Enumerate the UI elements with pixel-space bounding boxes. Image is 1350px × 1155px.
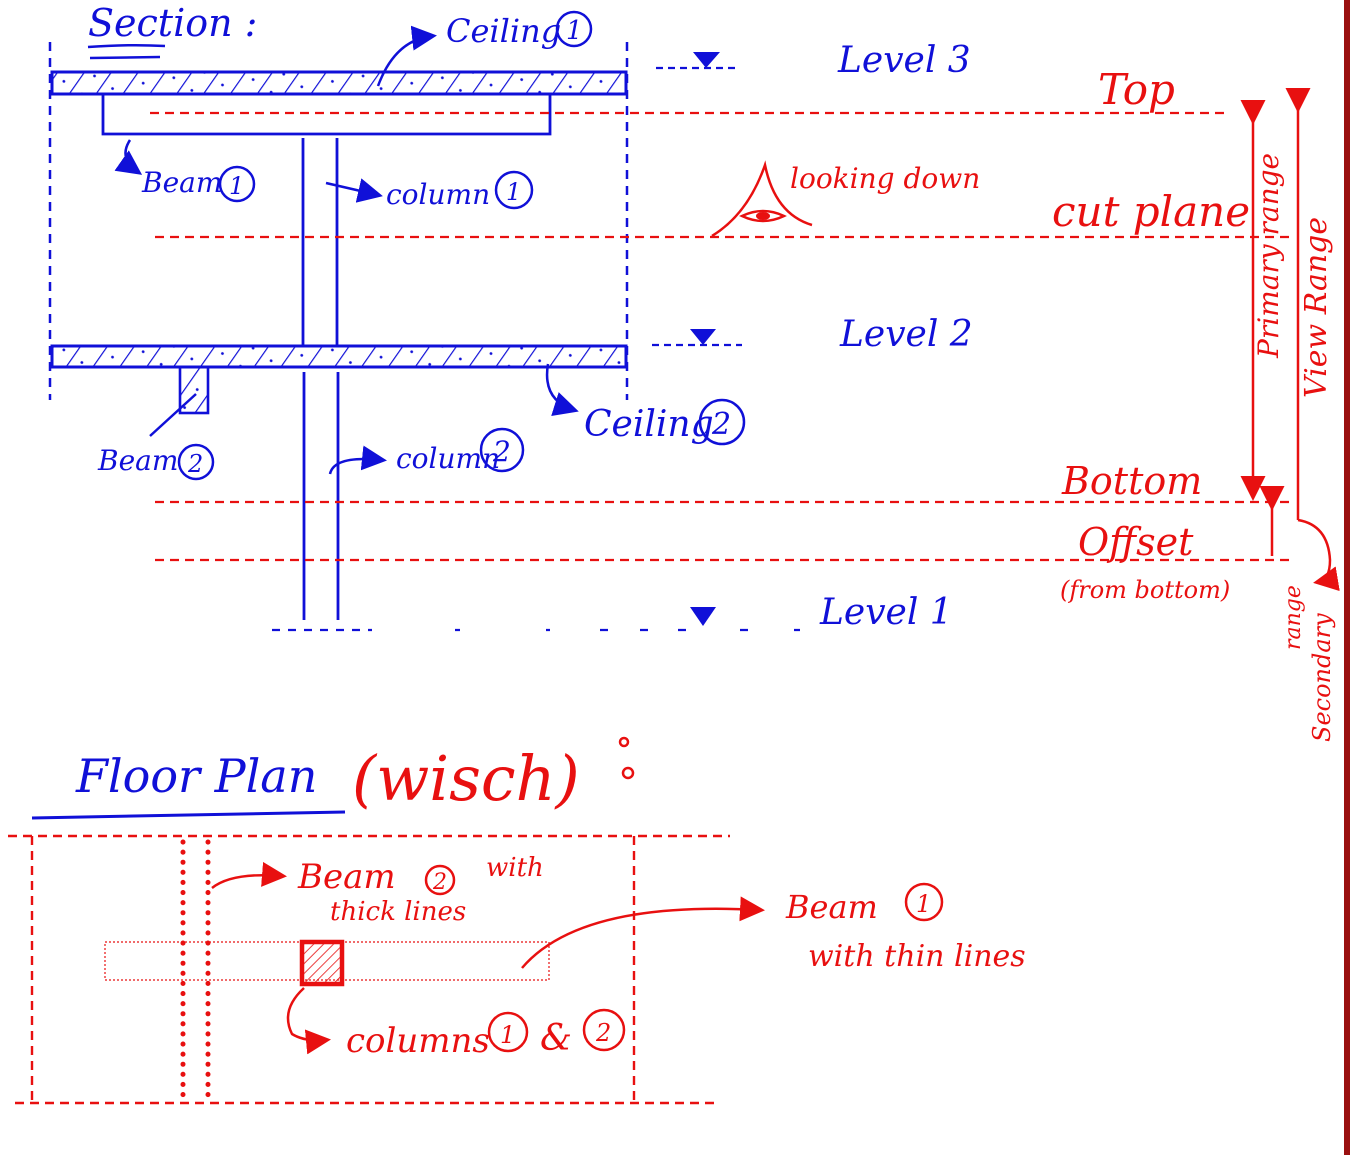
beam-2-plan-leader: [211, 861, 287, 889]
floor-plan-title-underline: [31, 810, 346, 820]
secondary-range-label-1: range: [1281, 585, 1306, 650]
columns-plan: [299, 939, 345, 987]
eye-icon: [711, 160, 813, 238]
ceiling-1-leader: [376, 25, 437, 87]
offset-label: Offset: [1078, 520, 1194, 564]
section-drawing: Section : Level 3 Level 2 Level 1 Ceilin…: [48, 1, 973, 633]
beam-1-outline: [101, 94, 552, 136]
beam-2-plan-number: 2: [432, 870, 447, 895]
ceiling-1-label: Ceiling: [446, 12, 561, 50]
ceiling-2-label: Ceiling: [584, 404, 714, 445]
cut-plane-label: cut plane: [1052, 187, 1250, 236]
beam-2-plan-note-b: with: [486, 853, 544, 883]
beam-1-plan-leader: [521, 896, 765, 969]
floor-plan-drawing: Floor Plan (wisch) Beam 2 with thick lin…: [8, 736, 1026, 1106]
column-2-leader: [328, 445, 387, 475]
beam-2-plan-number-circle: [424, 864, 456, 896]
beam-2-plan-note-c: thick lines: [330, 897, 466, 927]
ceiling-1-number: 1: [566, 16, 583, 46]
level-2-marker: [690, 329, 716, 345]
view-range-curl: [1297, 518, 1340, 592]
top-label: Top: [1098, 65, 1175, 114]
column-1-leader: [325, 178, 383, 203]
ceiling-2-leader: [545, 363, 579, 416]
floor-plan-title: Floor Plan: [75, 749, 317, 803]
level-1-marker: [690, 607, 716, 626]
beam-1-number-circle: [218, 165, 256, 203]
beam-2-number: 2: [187, 450, 203, 478]
view-range-label: View Range: [1299, 217, 1334, 398]
level-2-label: Level 2: [839, 314, 973, 355]
ceiling-1-slab: [50, 70, 628, 96]
page-edge-bar: [1344, 0, 1350, 1155]
columns-plan-number-2: 2: [595, 1019, 611, 1047]
column-1-label: column: [386, 178, 490, 211]
beam-2-number-circle: [177, 443, 215, 481]
column-2-number-circle: [479, 427, 525, 473]
section-title: Section :: [88, 1, 257, 45]
ceiling-1-number-circle: [555, 10, 593, 48]
section-title-underline: [87, 43, 166, 60]
columns-plan-note-b: &: [540, 1018, 572, 1059]
offset-note: (from bottom): [1060, 576, 1230, 604]
level-1-label: Level 1: [819, 592, 953, 633]
column-2-label: column: [396, 442, 500, 475]
beam-1-plan-number-circle: [904, 882, 944, 922]
ceiling-2-number: 2: [711, 407, 731, 442]
level-3-marker: [693, 52, 720, 68]
column-1-number: 1: [506, 178, 521, 206]
beam-1-plan-number: 1: [916, 890, 931, 918]
beam-2-leader: [149, 393, 197, 437]
beam-2-plan-note-a: Beam: [297, 857, 396, 897]
primary-range-label: Primary range: [1252, 153, 1285, 359]
columns-plan-number-2-circle: [582, 1008, 626, 1052]
column-2-number: 2: [492, 435, 511, 468]
secondary-range-label-2: Secondary: [1308, 613, 1336, 742]
beam-1-number: 1: [229, 172, 244, 200]
columns-plan-number-1-circle: [487, 1011, 529, 1053]
beam-1-plan-note-b: with thin lines: [808, 939, 1026, 974]
beam-2-label: Beam: [97, 444, 178, 477]
view-range-drawing: Top cut plane Bottom Offset (from bottom…: [150, 65, 1340, 742]
columns-plan-leader: [286, 987, 331, 1055]
beam-1-plan-note-a: Beam: [785, 888, 878, 926]
level-3-label: Level 3: [837, 40, 971, 81]
ceiling-2-slab: [50, 344, 628, 369]
column-1-number-circle: [494, 170, 534, 210]
ceiling-2-number-circle: [698, 398, 746, 446]
colon-dot-top: [618, 736, 630, 748]
floor-plan-wish: (wisch): [352, 742, 580, 815]
colon-dot-bottom: [621, 766, 635, 780]
bottom-label: Bottom: [1061, 459, 1202, 503]
beam-1-leader: [114, 139, 143, 175]
beam-1-label: Beam: [141, 166, 222, 199]
eye-note: looking down: [790, 162, 980, 195]
columns-plan-note-a: columns: [346, 1021, 490, 1061]
columns-plan-number-1: 1: [500, 1021, 515, 1049]
